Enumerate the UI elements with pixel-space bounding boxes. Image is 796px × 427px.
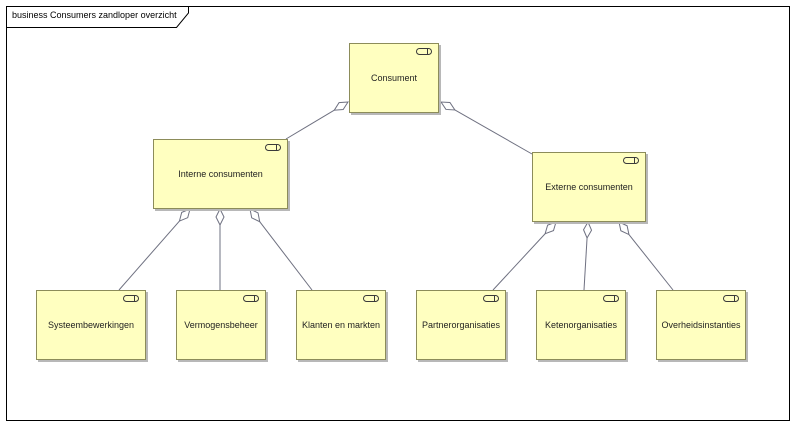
aggregation-diamond-icon (618, 221, 630, 236)
aggregation-line-externe-partner[interactable] (492, 233, 546, 291)
business-role-icon (603, 295, 619, 302)
element-label: Ketenorganisaties (544, 319, 618, 330)
element-label: Consument (370, 72, 418, 83)
aggregation-diamond-icon (333, 101, 349, 111)
business-role-icon (363, 295, 379, 302)
business-role-icon (723, 295, 739, 302)
aggregation-diamond-icon (249, 208, 261, 223)
element-label: Vermogensbeheer (184, 319, 258, 330)
element-systeembewerkingen[interactable]: Systeembewerkingen (36, 290, 146, 360)
aggregation-diamond-icon (215, 207, 225, 227)
element-label: Partnerorganisaties (421, 319, 501, 330)
frame-title-tab (6, 6, 189, 28)
element-overheidsinstanties[interactable]: Overheidsinstanties (656, 290, 746, 360)
business-role-icon (265, 144, 281, 151)
element-interne-consumenten[interactable]: Interne consumenten (153, 139, 288, 209)
aggregation-diamond-icon (440, 101, 456, 111)
element-klanten-en-markten[interactable]: Klanten en markten (296, 290, 386, 360)
aggregation-diamond-icon (178, 208, 191, 222)
frame-border (6, 6, 790, 421)
business-role-icon (483, 295, 499, 302)
business-role-icon (243, 295, 259, 302)
element-consument[interactable]: Consument (349, 43, 439, 113)
aggregation-line-interne-systeem[interactable] (118, 220, 180, 291)
element-label: Overheidsinstanties (661, 319, 741, 330)
aggregation-line-externe-overheid[interactable] (628, 234, 674, 291)
aggregation-diamond-icon (582, 220, 593, 240)
element-label: Externe consumenten (545, 181, 633, 192)
diagram-title: business Consumers zandloper overzicht (12, 10, 177, 20)
element-label: Klanten en markten (301, 319, 381, 330)
aggregation-line-interne-klanten[interactable] (259, 221, 313, 291)
business-role-icon (416, 48, 432, 55)
business-role-icon (123, 295, 139, 302)
aggregation-diamond-icon (544, 221, 557, 235)
element-partnerorganisaties[interactable]: Partnerorganisaties (416, 290, 506, 360)
connector-layer (118, 101, 674, 291)
element-vermogensbeheer[interactable]: Vermogensbeheer (176, 290, 266, 360)
aggregation-line-externe-keten[interactable] (583, 237, 588, 291)
element-externe-consumenten[interactable]: Externe consumenten (532, 152, 646, 222)
element-ketenorganisaties[interactable]: Ketenorganisaties (536, 290, 626, 360)
business-role-icon (623, 157, 639, 164)
element-label: Systeembewerkingen (47, 319, 135, 330)
aggregation-line-consument-interne[interactable] (285, 109, 335, 140)
aggregation-line-consument-externe[interactable] (454, 109, 533, 155)
element-label: Interne consumenten (178, 168, 263, 179)
